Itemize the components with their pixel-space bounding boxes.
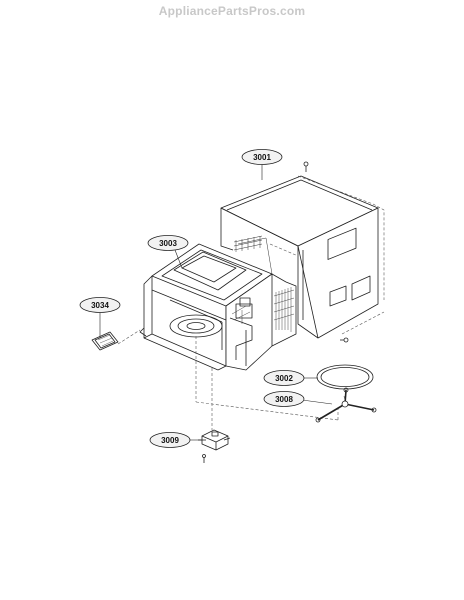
assembly-guide-lines [117, 329, 347, 430]
callout-3001-label: 3001 [253, 153, 271, 162]
callout-3008: 3008 [263, 391, 305, 407]
screw-top [303, 161, 309, 172]
callout-3003-label: 3003 [159, 239, 177, 248]
callout-3034: 3034 [79, 297, 121, 313]
screw-bottom [340, 337, 349, 343]
callout-3002: 3002 [263, 370, 305, 386]
roller-ring [316, 364, 374, 390]
callout-3009-label: 3009 [161, 436, 179, 445]
case-phantom-outline [269, 175, 385, 335]
watermark-text: AppliancePartsPros.com [158, 4, 306, 18]
turntable-motor [198, 429, 231, 463]
cavity-assembly [139, 237, 297, 371]
callout-3034-label: 3034 [91, 301, 109, 310]
callout-3002-label: 3002 [275, 374, 293, 383]
coupler [315, 387, 377, 423]
callout-3001: 3001 [241, 149, 283, 165]
outer-case [220, 175, 379, 339]
callout-3009: 3009 [149, 432, 191, 448]
callout-3008-label: 3008 [275, 395, 293, 404]
callout-3003: 3003 [147, 235, 189, 251]
leader-lines [99, 164, 333, 441]
cover-plate [91, 331, 119, 351]
